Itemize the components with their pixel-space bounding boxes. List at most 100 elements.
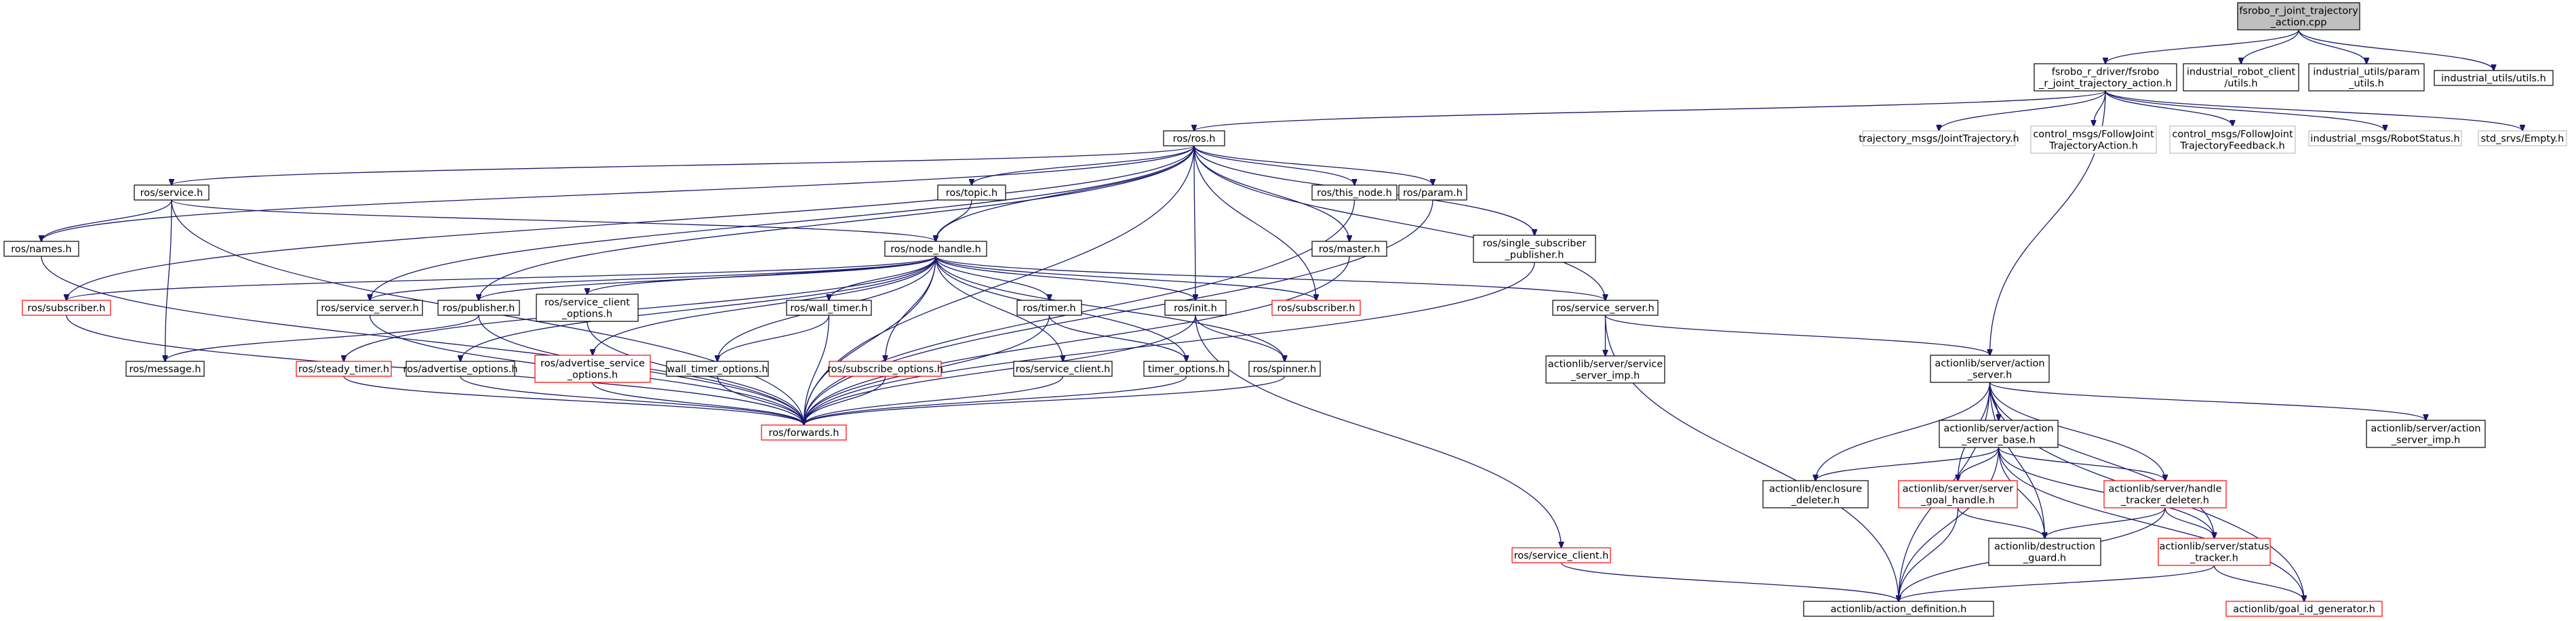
node-al-action-server[interactable]: actionlib/server/action_server.h: [1930, 355, 2050, 383]
node-ros-advertise-service-options-h[interactable]: ros/advertise_service_options.h: [534, 355, 651, 383]
edge-ros_init_h-to-ros_service_client_h_low: [1195, 315, 1562, 548]
edge-ros_node_handle_h-to-ros_advertise_options_h: [460, 256, 936, 361]
node-al-service-server-imp[interactable]: actionlib/server/service_server_imp.h: [1545, 355, 1665, 384]
node-ros-spinner-h[interactable]: ros/spinner.h: [1248, 361, 1321, 377]
node-label: actionlib/server/service: [1548, 359, 1663, 370]
edge-ros_node_handle_h-to-ros_advertise_service_options_h: [593, 256, 936, 355]
node-ind-msgs-status[interactable]: industrial_msgs/RobotStatus.h: [2308, 130, 2462, 146]
node-ros-param-h[interactable]: ros/param.h: [1398, 184, 1467, 201]
edge-ros_node_handle_h-to-ros_init_h: [935, 256, 1195, 300]
node-ros-subscriber-h-right[interactable]: ros/subscriber.h: [1271, 300, 1361, 316]
node-al-handle-tracker-deleter[interactable]: actionlib/server/handle_tracker_deleter.…: [2103, 480, 2227, 508]
node-std-srvs-empty[interactable]: std_srvs/Empty.h: [2478, 130, 2567, 146]
node-al-action-definition[interactable]: actionlib/action_definition.h: [1803, 601, 1994, 617]
node-label: _deleter.h: [1791, 496, 1840, 506]
node-label: _options.h: [567, 370, 618, 381]
node-driver-h[interactable]: fsrobo_r_driver/fsrobo_r_joint_trajector…: [2034, 63, 2177, 92]
node-al-status-tracker[interactable]: actionlib/server/status_tracker.h: [2158, 538, 2271, 566]
node-al-destruction-guard[interactable]: actionlib/destruction_guard.h: [1988, 538, 2101, 566]
node-box: [1552, 300, 1659, 316]
edge-ros_ros_h-to-ros_param_h: [1193, 145, 1433, 185]
node-box: [317, 300, 423, 316]
node-box: [1545, 355, 1665, 384]
node-box: [1939, 420, 2059, 448]
node-ros-publisher-h[interactable]: ros/publisher.h: [437, 300, 520, 316]
node-ros-timer-h[interactable]: ros/timer.h: [1016, 300, 1082, 316]
edge-driver_h-to-traj_msgs: [1939, 90, 2106, 131]
node-ros-service-client-h-mid[interactable]: ros/service_client.h: [1013, 361, 1113, 377]
node-ros-wall-timer-h[interactable]: ros/wall_timer.h: [786, 300, 872, 316]
node-ros-service-client-options[interactable]: ros/service_client_options.h: [536, 294, 639, 322]
node-box: [2225, 601, 2383, 617]
edge-al_action_server-to-al_destruction_guard: [1989, 382, 2045, 538]
node-ind-utils-param[interactable]: industrial_utils/param_utils.h: [2308, 63, 2425, 92]
node-ros-node-handle-h[interactable]: ros/node_handle.h: [884, 241, 987, 257]
node-al-server-goal-handle[interactable]: actionlib/server/server_goal_handle.h: [1898, 480, 2018, 508]
node-ros-steady-timer-h[interactable]: ros/steady_timer.h: [296, 361, 392, 377]
node-box: [2308, 63, 2425, 92]
node-label: actionlib/server/server: [1903, 484, 2014, 495]
node-wall-timer-options-h[interactable]: wall_timer_options.h: [666, 361, 769, 377]
edge-ros_node_handle_h-to-ros_service_server_h_right: [935, 256, 1606, 300]
edge-ros_ros_h-to-ros_service_server_h_left: [370, 145, 1195, 300]
node-ros-service-server-h-left[interactable]: ros/service_server.h: [317, 300, 423, 316]
node-al-enclosure-deleter[interactable]: actionlib/enclosure_deleter.h: [1762, 480, 1869, 508]
node-ros-message-h[interactable]: ros/message.h: [125, 361, 205, 377]
node-label: ros/subscriber.h: [28, 303, 106, 314]
node-ros-service-server-h-right[interactable]: ros/service_server.h: [1552, 300, 1659, 316]
node-box: [3, 241, 79, 257]
node-ros-ros-h[interactable]: ros/ros.h: [1163, 130, 1225, 146]
edge-ros_ros_h-to-ros_forwards_h: [804, 145, 1195, 425]
node-root: fsrobo_r_joint_trajectory_action.cpp: [2237, 2, 2360, 31]
node-ctrl-action[interactable]: control_msgs/FollowJointTrajectoryAction…: [2030, 125, 2157, 154]
edge-ros_ros_h-to-ros_publisher_h: [479, 145, 1195, 300]
node-ros-subscriber-h-left[interactable]: ros/subscriber.h: [22, 300, 111, 316]
node-ros-forwards-h[interactable]: ros/forwards.h: [761, 424, 847, 441]
edge-ros_ros_h-to-ros_service_h: [172, 145, 1195, 185]
node-label: industrial_robot_client: [2187, 67, 2296, 78]
node-ros-init-h[interactable]: ros/init.h: [1164, 300, 1227, 316]
node-ros-topic-h[interactable]: ros/topic.h: [937, 184, 1006, 201]
node-box: [1988, 538, 2101, 566]
edge-al_action_server-to-al_handle_tracker_deleter: [1989, 382, 2166, 481]
node-label: _goal_handle.h: [1920, 496, 1995, 506]
node-al-action-server-imp[interactable]: actionlib/server/action_server_imp.h: [2366, 420, 2486, 448]
edge-root-to-driver_h: [2105, 29, 2299, 64]
node-ros-master-h[interactable]: ros/master.h: [1311, 241, 1387, 257]
node-label: TrajectoryAction.h: [2048, 141, 2138, 152]
node-ros-service-h[interactable]: ros/service.h: [134, 184, 210, 201]
edge-ros_steady_timer_h-to-ros_forwards_h: [343, 376, 804, 425]
node-ctrl-feedback[interactable]: control_msgs/FollowJointTrajectoryFeedba…: [2169, 125, 2296, 154]
node-label: std_srvs/Empty.h: [2481, 134, 2564, 144]
node-label: actionlib/server/action: [2371, 424, 2480, 435]
node-timer-options-h[interactable]: timer_options.h: [1143, 361, 1229, 377]
node-ind-robot-client-utils[interactable]: industrial_robot_client/utils.h: [2183, 63, 2299, 92]
node-ros-this-node-h[interactable]: ros/this_node.h: [1311, 184, 1398, 201]
node-box: [1311, 184, 1398, 201]
node-ros-service-client-h-low[interactable]: ros/service_client.h: [1511, 547, 1611, 563]
node-ros-advertise-options-h[interactable]: ros/advertise_options.h: [403, 361, 518, 377]
node-ros-names-h[interactable]: ros/names.h: [3, 241, 79, 257]
edge-ros_init_h-to-ros_forwards_h: [804, 315, 1196, 425]
node-box: [536, 294, 639, 322]
edge-root-to-ind_robot_client_utils: [2241, 29, 2299, 64]
node-label: ros/spinner.h: [1253, 364, 1316, 375]
node-al-goal-id-generator[interactable]: actionlib/goal_id_generator.h: [2225, 601, 2383, 617]
node-box: [1398, 184, 1467, 201]
node-box: [1862, 130, 2016, 146]
node-box: [1143, 361, 1229, 377]
node-box: [1803, 601, 1994, 617]
node-ros-single-sub[interactable]: ros/single_subscriber_publisher.h: [1473, 235, 1596, 263]
node-box: [405, 361, 515, 377]
edge-al_action_server_base-to-al_enclosure_deleter: [1816, 447, 2000, 481]
node-label: _tracker_deleter.h: [2120, 496, 2209, 506]
node-ind-utils-utils[interactable]: industrial_utils/utils.h: [2434, 70, 2554, 86]
node-ros-subscribe-options-h[interactable]: ros/subscribe_options.h: [827, 361, 943, 377]
node-al-action-server-base[interactable]: actionlib/server/action_server_base.h: [1939, 420, 2059, 448]
node-traj-msgs[interactable]: trajectory_msgs/JointTrajectory.h: [1859, 130, 2019, 146]
edge-al_status_tracker-to-al_action_definition: [1899, 565, 2215, 601]
node-label: ros/master.h: [1319, 244, 1381, 255]
node-label: _guard.h: [2023, 553, 2066, 564]
edge-ros_node_handle_h-to-ros_subscriber_h_left: [66, 256, 936, 300]
node-label: ros/service_client.h: [1514, 550, 1609, 561]
